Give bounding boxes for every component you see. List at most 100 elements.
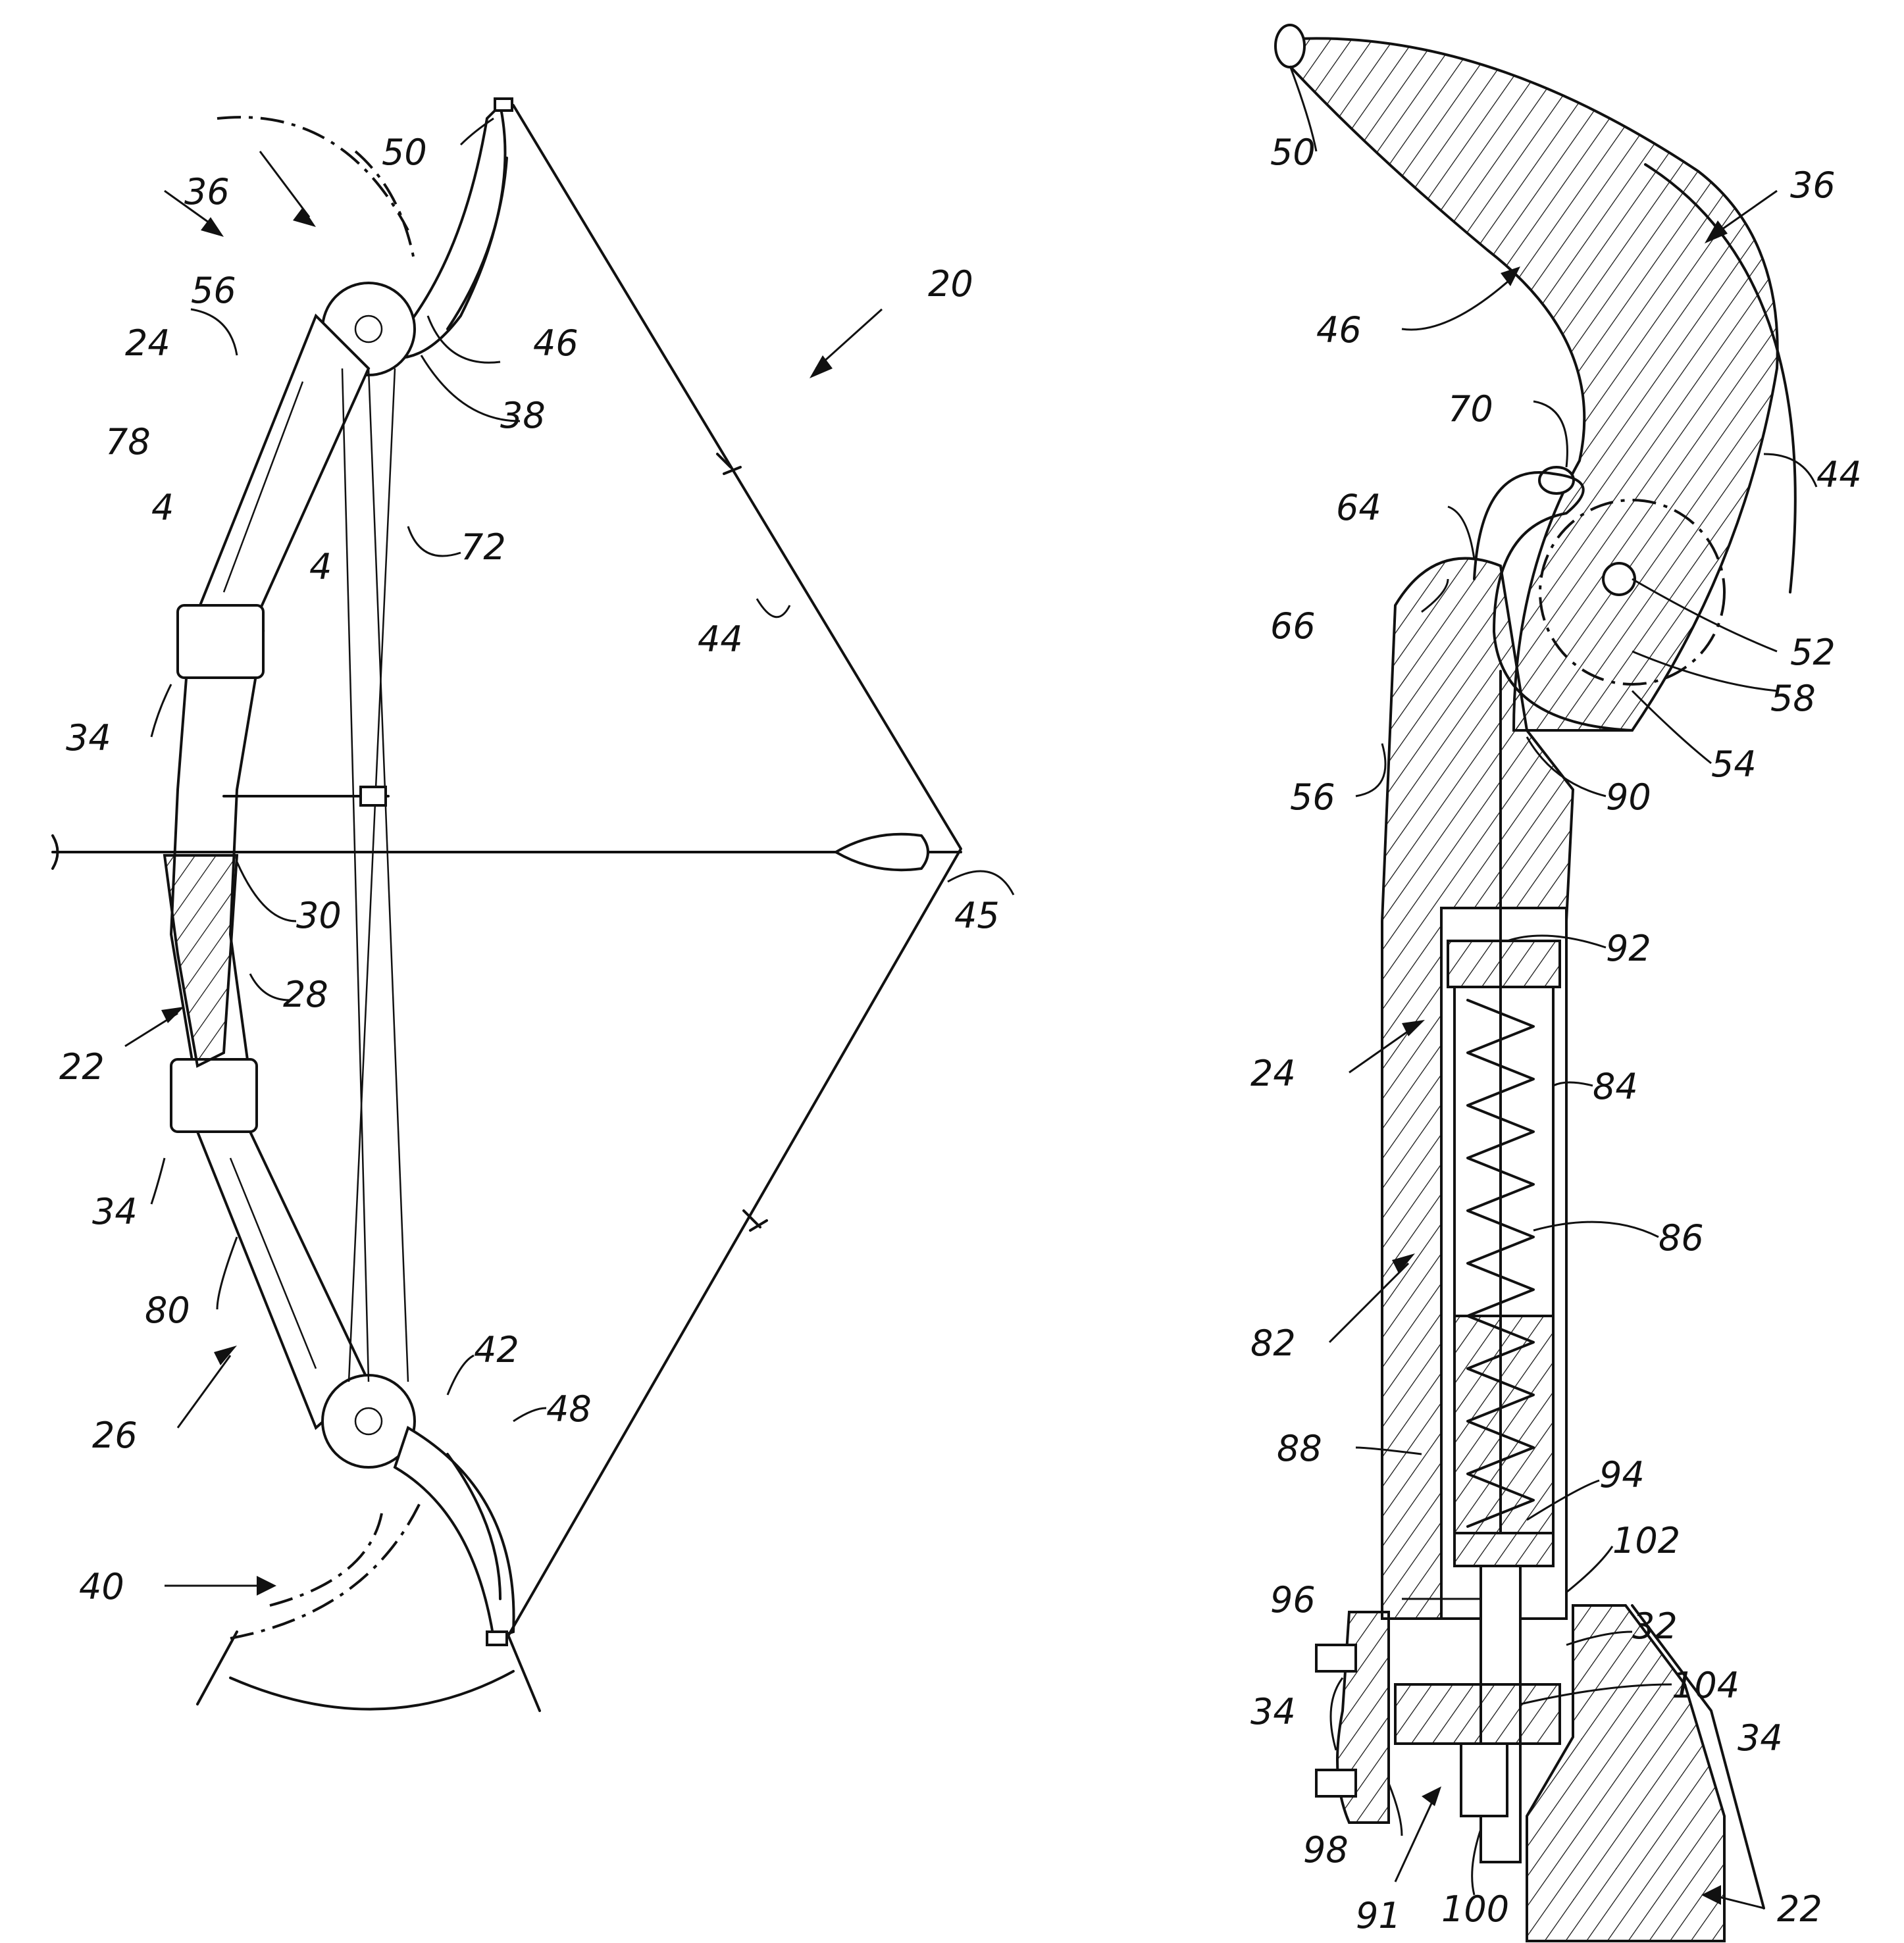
label-34-upper: 34 — [66, 717, 111, 759]
riser-outer-edge — [1631, 1604, 1765, 1909]
label-r56: 56 — [1290, 776, 1335, 818]
label-r96: 96 — [1270, 1579, 1316, 1621]
phantom-lower-limb — [230, 1500, 423, 1640]
string-anchor — [1538, 466, 1575, 495]
lower-cam-groove — [446, 1453, 502, 1600]
label-r91: 91 — [1356, 1895, 1401, 1936]
label-4-right: 4 — [309, 546, 332, 588]
cam-tip — [1274, 24, 1306, 68]
phantom-upper-limb-inner — [354, 150, 416, 264]
label-28: 28 — [283, 974, 328, 1015]
left-labels: 20 36 50 56 24 46 38 78 4 72 4 44 34 30 … — [59, 132, 1000, 1607]
lower-pulley-hub — [354, 1407, 383, 1436]
cable-1 — [341, 368, 370, 1382]
grip — [163, 854, 239, 1068]
upper-cam-groove — [446, 157, 508, 330]
label-r84: 84 — [1593, 1066, 1638, 1107]
label-4-left: 4 — [151, 487, 174, 528]
label-34-lower: 34 — [92, 1191, 138, 1232]
base-plug — [1394, 1683, 1561, 1745]
clamp-bolt-lower — [1315, 1769, 1357, 1798]
label-r34-right: 34 — [1737, 1717, 1783, 1759]
label-r52: 52 — [1790, 632, 1836, 673]
bow-string — [505, 104, 962, 1640]
label-20: 20 — [928, 263, 973, 305]
leader-lines — [124, 65, 1818, 1909]
label-72: 72 — [461, 526, 506, 568]
label-44: 44 — [698, 618, 743, 660]
upper-limb-slot — [222, 381, 304, 593]
label-r34-left: 34 — [1250, 1691, 1296, 1732]
label-40: 40 — [79, 1566, 124, 1607]
adjuster-nut — [1453, 1532, 1555, 1567]
label-24: 24 — [125, 322, 170, 364]
label-r36: 36 — [1790, 164, 1836, 206]
lower-limb-slot — [229, 1157, 317, 1369]
phantom-upper-limb — [217, 116, 409, 231]
label-r50: 50 — [1270, 132, 1316, 173]
upper-limb-beam — [195, 313, 371, 634]
upper-pulley-hub — [354, 315, 383, 343]
compression-spring — [1466, 999, 1535, 1528]
cam-section — [1282, 37, 1779, 732]
label-r54: 54 — [1711, 744, 1757, 785]
cable-slide — [359, 786, 387, 807]
string-silencer-upper — [716, 453, 742, 475]
label-r86: 86 — [1659, 1217, 1704, 1259]
label-r94: 94 — [1599, 1454, 1645, 1496]
clamp-bolt-upper — [1315, 1644, 1357, 1673]
axle-pin — [1602, 562, 1636, 596]
screw-head — [1460, 1742, 1508, 1817]
cam-outer-edge — [1644, 163, 1797, 593]
upper-string-tip — [494, 97, 513, 112]
label-r100: 100 — [1441, 1888, 1509, 1930]
right-labels: 50 36 46 70 44 64 66 52 58 54 56 90 92 2… — [1250, 132, 1862, 1936]
phantom-lower-limb-inner — [269, 1513, 383, 1607]
label-r32: 32 — [1632, 1605, 1678, 1647]
label-r88: 88 — [1277, 1428, 1322, 1469]
label-45: 45 — [954, 895, 1000, 936]
draw-arc-left-tick — [196, 1630, 238, 1705]
label-r70: 70 — [1448, 388, 1493, 430]
label-r44: 44 — [1816, 454, 1862, 495]
label-26: 26 — [92, 1415, 138, 1456]
string-silencer-lower — [742, 1209, 768, 1232]
label-r90: 90 — [1606, 776, 1651, 818]
label-48: 48 — [546, 1388, 592, 1430]
label-36: 36 — [184, 171, 230, 213]
label-r22: 22 — [1777, 1888, 1822, 1930]
label-r58: 58 — [1770, 678, 1816, 719]
label-78: 78 — [105, 421, 151, 463]
label-r92: 92 — [1606, 928, 1651, 969]
label-50: 50 — [382, 132, 427, 173]
label-r64: 64 — [1336, 487, 1381, 528]
lower-cam — [393, 1426, 515, 1640]
label-56: 56 — [191, 270, 236, 311]
label-r24: 24 — [1250, 1053, 1296, 1094]
label-r82: 82 — [1250, 1323, 1296, 1364]
label-46: 46 — [533, 322, 579, 364]
draw-arc-right-tick — [505, 1630, 541, 1712]
label-30: 30 — [296, 895, 342, 936]
label-r46: 46 — [1316, 309, 1362, 351]
lower-limb-pocket — [170, 1058, 258, 1133]
cable-3 — [367, 368, 409, 1382]
cam-axle-circle — [1539, 499, 1726, 686]
label-r104: 104 — [1672, 1665, 1739, 1706]
plunger-cap — [1447, 940, 1561, 988]
upper-limb-pocket — [176, 604, 265, 679]
label-r98: 98 — [1303, 1829, 1349, 1871]
label-r102: 102 — [1612, 1520, 1680, 1561]
label-80: 80 — [145, 1290, 190, 1331]
bow-figure — [51, 97, 962, 1712]
label-42: 42 — [474, 1329, 519, 1371]
cable-2 — [347, 368, 396, 1382]
section-figure — [1274, 24, 1797, 1942]
lower-string-tip — [486, 1630, 508, 1646]
draw-arc — [229, 1670, 515, 1711]
label-r66: 66 — [1270, 605, 1316, 647]
arrow-tip — [51, 834, 59, 870]
label-22: 22 — [59, 1046, 105, 1088]
label-38: 38 — [500, 395, 546, 436]
